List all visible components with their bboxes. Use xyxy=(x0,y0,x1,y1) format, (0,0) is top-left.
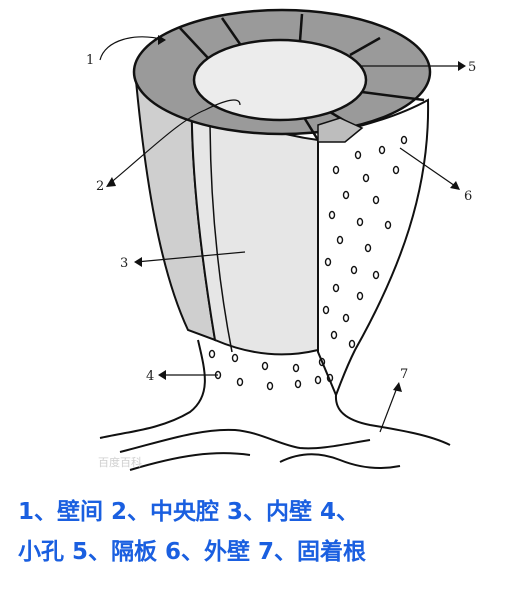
septum xyxy=(179,27,209,59)
arrowhead xyxy=(158,35,166,45)
leader-line-1 xyxy=(99,36,166,61)
leader-line-7 xyxy=(379,384,399,433)
callout-5: 5 xyxy=(468,60,476,75)
pore xyxy=(266,381,274,391)
pore xyxy=(392,165,400,175)
septum-face xyxy=(317,117,364,143)
pore xyxy=(356,217,364,227)
archaeocyath-diagram: 1 2 3 4 5 6 7 百度百科 xyxy=(86,8,476,471)
arrowhead xyxy=(458,61,466,71)
pore xyxy=(236,377,244,387)
holdfast xyxy=(99,339,451,471)
central-cavity-rim xyxy=(192,38,368,122)
pore xyxy=(348,339,356,349)
pore xyxy=(372,270,380,280)
pore xyxy=(208,349,216,359)
pore xyxy=(372,195,380,205)
watermark: 百度百科 xyxy=(98,455,142,469)
pore xyxy=(362,173,370,183)
pore xyxy=(356,291,364,301)
arrowhead xyxy=(106,177,116,187)
arrowhead xyxy=(450,181,460,190)
pore xyxy=(332,283,340,293)
pore xyxy=(342,313,350,323)
pore xyxy=(294,379,302,389)
pores xyxy=(208,135,408,391)
pore xyxy=(354,150,362,160)
legend-caption: 1、壁间 2、中央腔 3、内壁 4、 小孔 5、隔板 6、外壁 7、固着根 xyxy=(18,492,518,572)
leader-line-2 xyxy=(107,99,241,186)
callout-1: 1 xyxy=(86,53,94,68)
callout-7: 7 xyxy=(400,367,408,382)
arrowhead xyxy=(158,370,166,380)
arrowhead xyxy=(134,257,142,267)
pore xyxy=(336,235,344,245)
septum xyxy=(220,17,242,45)
pore xyxy=(326,373,334,383)
pore xyxy=(364,243,372,253)
arrowhead xyxy=(393,382,402,392)
pore xyxy=(261,361,269,371)
caption-line-1: 1、壁间 2、中央腔 3、内壁 4、 xyxy=(18,499,360,525)
leader-lines xyxy=(99,36,462,433)
callout-4: 4 xyxy=(146,369,154,384)
pore xyxy=(350,265,358,275)
septum xyxy=(298,13,304,42)
pore xyxy=(378,145,386,155)
outer-wall-face xyxy=(317,98,430,398)
callout-3: 3 xyxy=(120,256,128,271)
pore xyxy=(324,257,332,267)
callout-2: 2 xyxy=(96,179,104,194)
pore xyxy=(342,190,350,200)
septa xyxy=(179,13,425,141)
caption-line-2: 小孔 5、隔板 6、外壁 7、固着根 xyxy=(18,539,367,565)
pore xyxy=(322,305,330,315)
pore xyxy=(332,165,340,175)
inner-wall-seam xyxy=(209,114,233,353)
septum xyxy=(361,90,425,102)
leader-line-6 xyxy=(399,147,459,189)
pore xyxy=(292,363,300,373)
pore xyxy=(231,353,239,363)
septum xyxy=(303,118,320,141)
septum xyxy=(349,36,381,57)
pore xyxy=(318,357,326,367)
pore xyxy=(400,135,408,145)
leader-line-3 xyxy=(135,251,246,263)
pore xyxy=(314,375,322,385)
callout-6: 6 xyxy=(464,189,472,204)
pore xyxy=(384,220,392,230)
pore xyxy=(328,210,336,220)
pore xyxy=(330,330,338,340)
arrowheads xyxy=(106,35,466,392)
